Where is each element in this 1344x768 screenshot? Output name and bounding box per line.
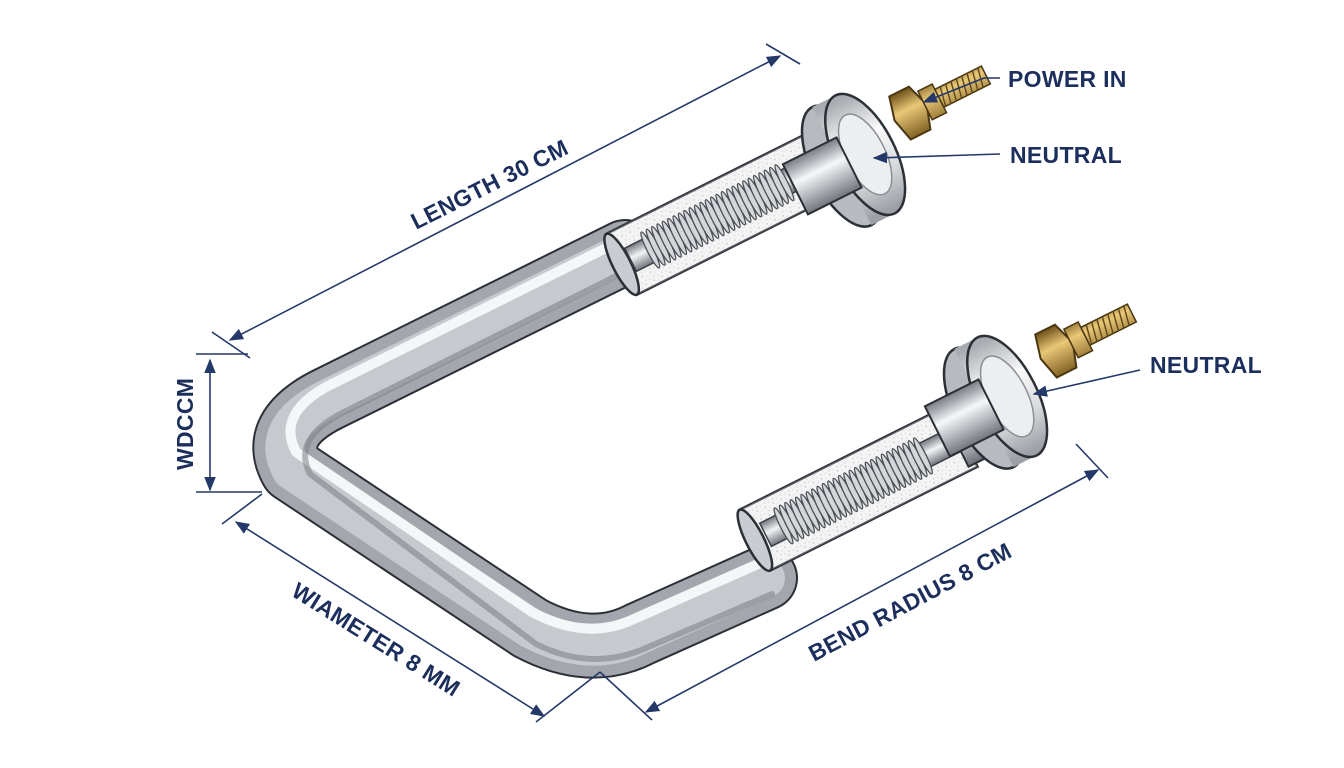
dimension-arrow-icon [644, 469, 1100, 713]
label-length: LENGTH 30 CM [407, 134, 573, 234]
label-width: WDCCM [172, 378, 198, 470]
mounting-flange-icon [781, 92, 907, 228]
label-neutral-top: NEUTRAL [1010, 142, 1122, 168]
threaded-brass-terminal-icon [888, 65, 992, 141]
label-bend-radius: BEND RADIUS 8 CM [804, 537, 1016, 666]
threaded-brass-terminal-icon [1034, 303, 1138, 379]
mounting-flange-icon [923, 334, 1049, 470]
label-neutral-bottom: NEUTRAL [1150, 352, 1262, 378]
dimension-arrow-icon [234, 521, 546, 717]
upper-flange-assembly [781, 65, 992, 228]
lower-flange-assembly [923, 303, 1138, 470]
dimension-lines [196, 43, 1141, 723]
heating-element-tube-icon [252, 219, 798, 679]
label-power-in: POWER IN [1008, 66, 1127, 92]
dimension-arrow-icon [228, 55, 782, 341]
